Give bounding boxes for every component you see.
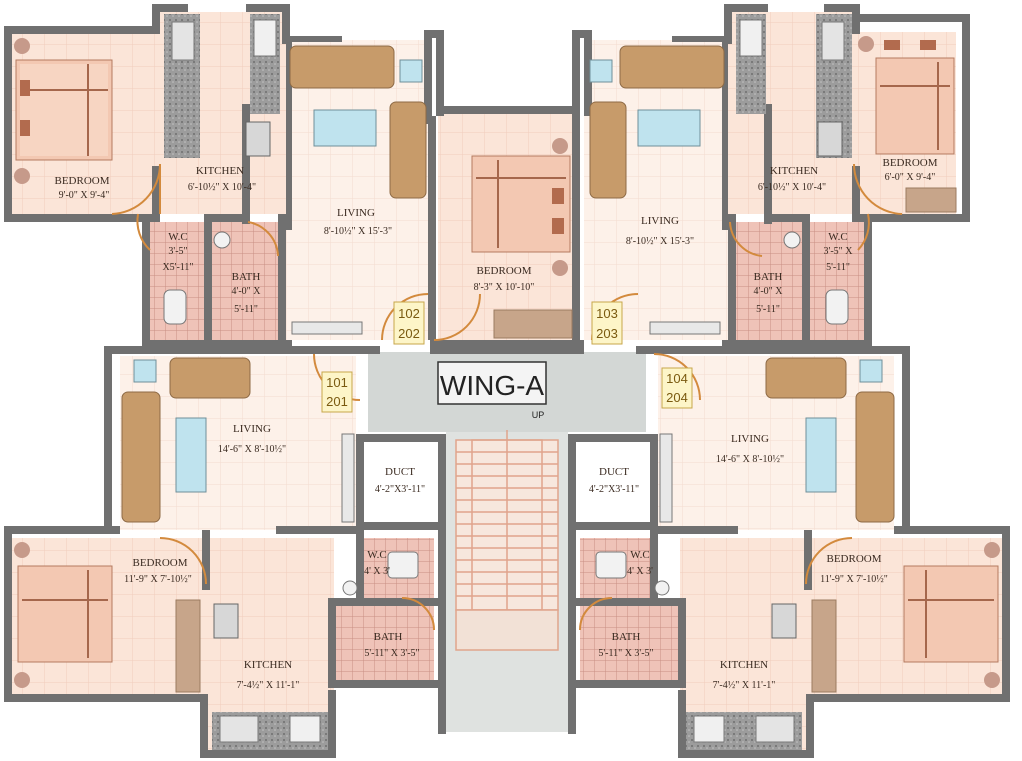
room-labels: BEDROOM 9'-0" X 9'-4" KITCHEN 6'-10½" X … (54, 157, 937, 691)
room-dim: 5'-11" (826, 262, 850, 273)
bed-tl (14, 38, 113, 184)
room-dim: 11'-9" X 7'-10½" (820, 574, 888, 585)
floor-bath-bl (334, 604, 434, 680)
room-dim: 14'-6" X 8'-10½" (716, 454, 784, 465)
room-name: BEDROOM (54, 175, 109, 187)
unit-number: 201 (326, 394, 348, 409)
bed-br (811, 542, 1000, 693)
room-name: KITCHEN (770, 165, 818, 177)
room-name: LIVING (233, 423, 271, 435)
unit-number: 104 (666, 371, 688, 386)
wing-title: WING-A (440, 370, 545, 401)
room-name: BATH (374, 631, 403, 643)
room-name: BEDROOM (132, 557, 187, 569)
room-name: BATH (612, 631, 641, 643)
unit-number: 102 (398, 306, 420, 321)
plant-pots (133, 59, 883, 383)
room-dim: 8'-10½" X 15'-3" (324, 226, 392, 237)
room-name: BEDROOM (476, 265, 531, 277)
room-name: LIVING (337, 207, 375, 219)
room-dim: 6'-10½" X 10'-4" (188, 182, 256, 193)
room-dim: 8'-10½" X 15'-3" (626, 236, 694, 247)
room-name: LIVING (731, 433, 769, 445)
room-dim: 3'-5" X (824, 246, 854, 257)
room-dim: 8'-3" X 10'-10" (474, 282, 535, 293)
room-name: BEDROOM (826, 553, 881, 565)
room-dim: 11'-9" X 7'-10½" (124, 574, 192, 585)
room-dim: 4'-0" X (232, 286, 262, 297)
unit-number: 202 (398, 326, 420, 341)
sofa-set (121, 45, 895, 523)
wc-fixtures (163, 231, 849, 596)
room-dim: 5'-11" (756, 304, 780, 315)
unit-number: 203 (596, 326, 618, 341)
room-dim: 4'-0" X (754, 286, 784, 297)
kitchen-counters (164, 14, 852, 750)
room-name: W.C (168, 231, 187, 243)
staircase (455, 430, 559, 651)
wing-title-box: WING-A UP (437, 361, 547, 420)
room-dim: 5'-11" (234, 304, 258, 315)
room-name: W.C (630, 549, 649, 561)
room-dim: 6'-0" X 9'-4" (885, 172, 936, 183)
room-dim: 7'-4½" X 11'-1" (713, 680, 776, 691)
room-name: DUCT (385, 466, 415, 478)
unit-number: 101 (326, 375, 348, 390)
floor-bath-br (580, 604, 680, 680)
furniture (14, 14, 1000, 750)
unit-numbers: 102 202 103 203 101 201 104 204 (321, 301, 693, 413)
unit-number: 204 (666, 390, 688, 405)
room-dim: 3'-5" (168, 246, 187, 257)
room-name: BATH (754, 271, 783, 283)
room-dim: 5'-11" X 3'-5" (364, 648, 419, 659)
room-name: DUCT (599, 466, 629, 478)
room-dim: X5'-11" (162, 262, 193, 273)
tv-units (291, 321, 721, 523)
room-dim: 5'-11" X 3'-5" (598, 648, 653, 659)
room-dim: 7'-4½" X 11'-1" (237, 680, 300, 691)
room-dim: 4'-2"X3'-11" (589, 484, 639, 495)
room-dim: 14'-6" X 8'-10½" (218, 444, 286, 455)
room-dim: 4'-2"X3'-11" (375, 484, 425, 495)
room-name: W.C (367, 549, 386, 561)
bed-bl (14, 542, 201, 693)
bed-tm (471, 138, 573, 339)
room-name: LIVING (641, 215, 679, 227)
room-name: KITCHEN (244, 659, 292, 671)
room-name: BATH (232, 271, 261, 283)
room-name: KITCHEN (196, 165, 244, 177)
bed-tr (858, 36, 957, 213)
unit-number: 103 (596, 306, 618, 321)
room-name: W.C (828, 231, 847, 243)
room-dim: 6'-10½" X 10'-4" (758, 182, 826, 193)
coffee-tables (175, 109, 837, 493)
walls (4, 4, 1010, 758)
stair-up-label: UP (532, 410, 545, 420)
room-name: BEDROOM (882, 157, 937, 169)
room-dim: 9'-0" X 9'-4" (59, 190, 110, 201)
room-name: KITCHEN (720, 659, 768, 671)
room-dim: 4' X 3' (364, 566, 390, 577)
room-dim: 4' X 3' (627, 566, 653, 577)
